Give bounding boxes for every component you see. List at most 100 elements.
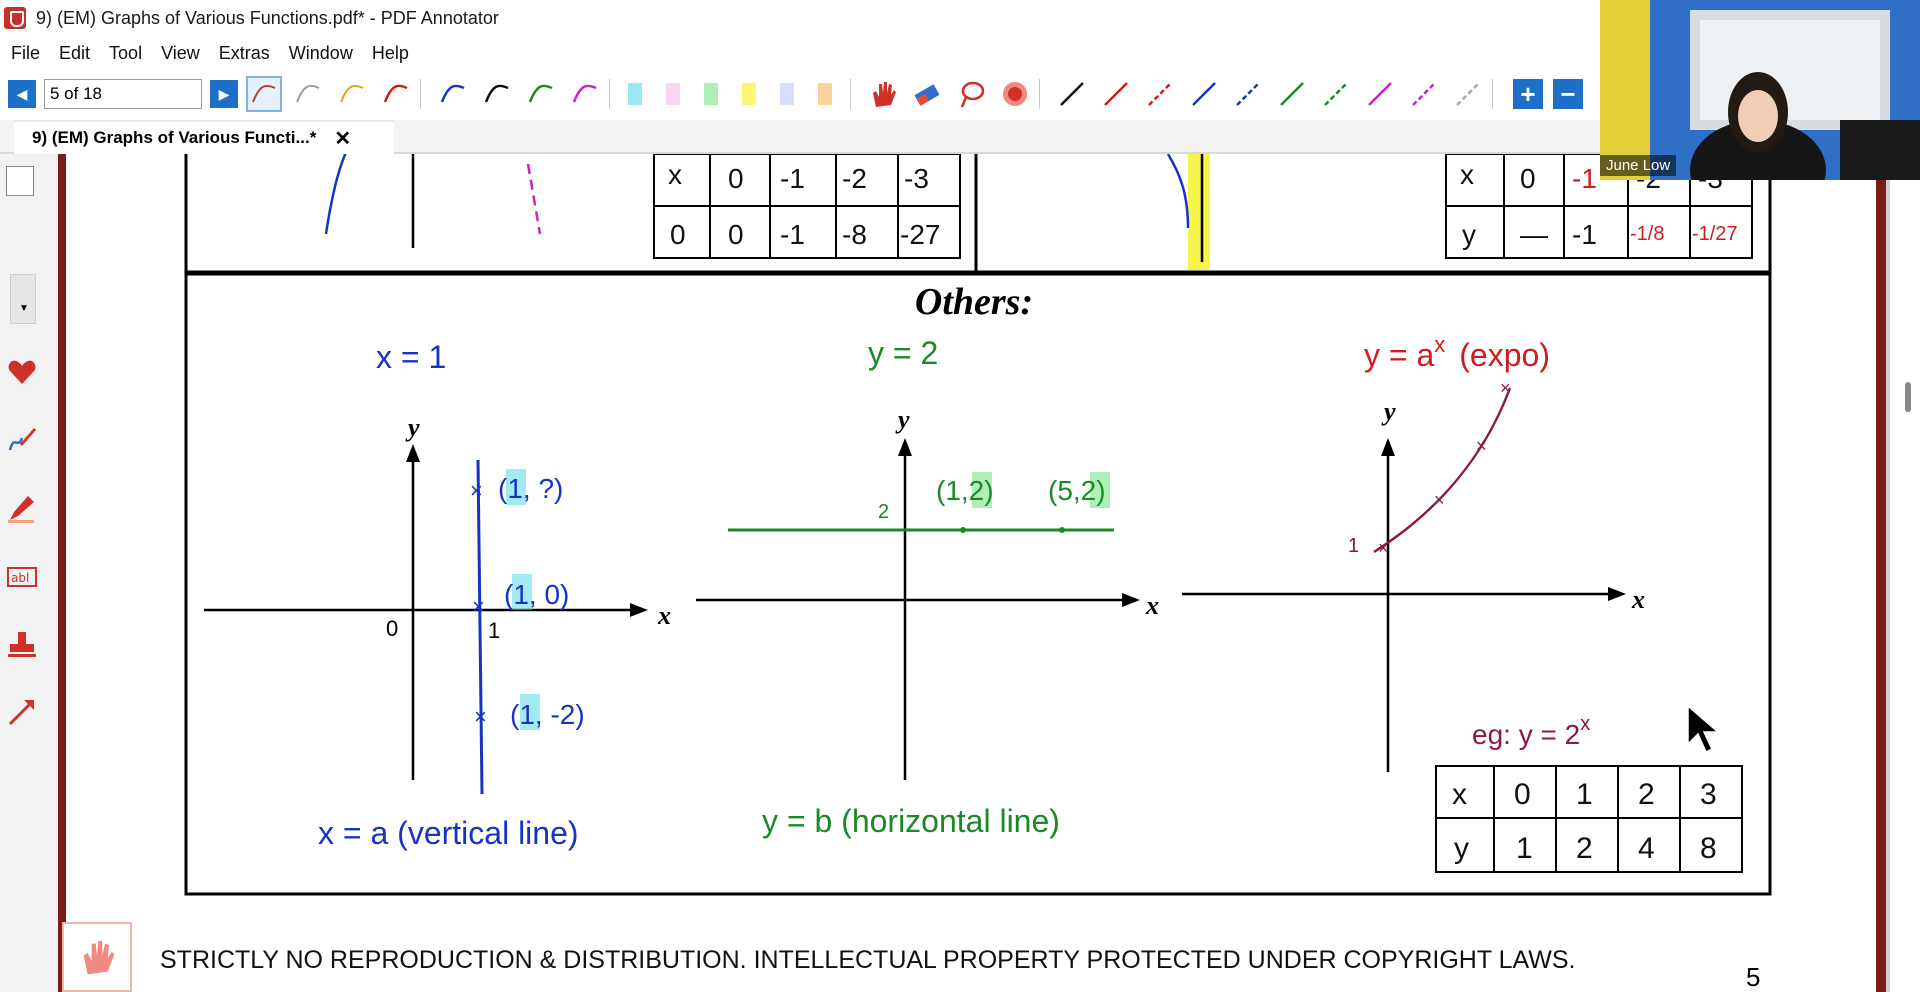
graph-vertical-line: x = 1 x y 0 1 × × × (1, ?) (1, 0) (1, -2…: [204, 339, 671, 851]
table-cell: 2: [1638, 778, 1655, 811]
pen-red-tool[interactable]: [378, 76, 414, 112]
previous-page-button[interactable]: ◀: [8, 80, 36, 108]
menu-tool[interactable]: Tool: [109, 42, 143, 63]
sidebar-scroll-control[interactable]: ▼: [10, 274, 36, 324]
heart-icon[interactable]: [6, 356, 38, 388]
curve-pen-icon[interactable]: [6, 424, 38, 456]
vertical-scrollbar[interactable]: [1890, 154, 1920, 992]
menu-edit[interactable]: Edit: [59, 42, 91, 63]
pen-stroke-icon: [252, 84, 276, 103]
point-label: (1, -2): [510, 699, 585, 730]
menu-window[interactable]: Window: [288, 42, 353, 63]
line-icon: [1060, 82, 1084, 106]
table-cell: -1: [780, 219, 805, 250]
x-axis-label: x: [1631, 585, 1645, 614]
dashed-line-green-tool[interactable]: [1318, 76, 1354, 112]
eraser-tool[interactable]: [909, 76, 945, 112]
graph2-caption: y = b (horizontal line): [762, 803, 1060, 839]
previous-section-box: [184, 154, 1772, 274]
example-equation: eg: y = 2x: [1472, 713, 1590, 750]
graph1-heading: x = 1: [376, 339, 446, 375]
dashed-line-blue-tool[interactable]: [1230, 76, 1266, 112]
highlighter-yellow-tool[interactable]: [742, 83, 756, 105]
scrollbar-thumb[interactable]: [1905, 382, 1911, 412]
line-red-tool[interactable]: [1098, 76, 1134, 112]
marker-icon[interactable]: [6, 492, 38, 524]
page-number: 5: [1746, 962, 1761, 992]
table-cell: -1: [1572, 163, 1597, 194]
highlighter-cyan-tool[interactable]: [628, 83, 642, 105]
highlighter-orange-tool[interactable]: [818, 83, 832, 105]
pen-stroke-icon: [340, 84, 364, 103]
page-indicator-field[interactable]: 5 of 18: [44, 79, 202, 109]
raise-hand-button[interactable]: [62, 922, 132, 992]
lasso-tool[interactable]: [953, 76, 989, 112]
pen-gray-tool[interactable]: [290, 76, 326, 112]
others-section-box: [184, 272, 1772, 896]
graph1-caption: x = a (vertical line): [318, 815, 579, 851]
pen-orange-tool[interactable]: [334, 76, 370, 112]
tick-label: 2: [878, 501, 889, 523]
hand-icon: [873, 82, 896, 107]
pen-red-thin-tool[interactable]: [246, 76, 282, 112]
table-cell: 8: [1700, 832, 1717, 865]
pen-black-tool[interactable]: [479, 76, 515, 112]
highlighter-pink-tool[interactable]: [666, 83, 680, 105]
pen-blue-tool[interactable]: [435, 76, 471, 112]
dashed-line-magenta-tool[interactable]: [1406, 76, 1442, 112]
text-box-icon[interactable]: abl: [6, 560, 38, 592]
line-black-tool[interactable]: [1054, 76, 1090, 112]
line-green-tool[interactable]: [1274, 76, 1310, 112]
pdf-page-canvas: x 0 -1 -2 -3 0 0 -1 -8 -27 x 0 -1 -2 -3 …: [58, 154, 1886, 992]
zoom-in-button[interactable]: +: [1513, 79, 1543, 109]
dashed-line-icon: [1456, 82, 1480, 106]
menu-view[interactable]: View: [161, 42, 200, 63]
table-cell: -2: [842, 163, 867, 194]
pen-green-tool[interactable]: [523, 76, 559, 112]
pen-magenta-tool[interactable]: [567, 76, 603, 112]
triangle-right-icon: ▶: [218, 85, 230, 102]
menu-file[interactable]: File: [11, 42, 41, 63]
toolbar-separator: [1492, 79, 1493, 109]
menu-help[interactable]: Help: [371, 42, 409, 63]
point-label: (5,2): [1048, 475, 1106, 506]
hand-icon: [83, 941, 115, 975]
dashed-line-gray-tool[interactable]: [1450, 76, 1486, 112]
table-cell: x: [1452, 778, 1467, 811]
line-blue-tool[interactable]: [1186, 76, 1222, 112]
cross-mark: ×: [1434, 490, 1445, 510]
graph3-heading: y = ax(expo): [1364, 332, 1550, 373]
table-cell: x: [1460, 159, 1474, 190]
document-tab-bar: 9) (EM) Graphs of Various Functi...* ✕: [0, 120, 1600, 154]
stamp-icon[interactable]: [6, 628, 38, 660]
lasso-icon: [960, 81, 985, 108]
highlighter-lavender-tool[interactable]: [780, 83, 794, 105]
pen-stroke-icon: [296, 84, 320, 103]
arrow-icon[interactable]: [6, 696, 38, 728]
zoom-out-button[interactable]: −: [1553, 79, 1583, 109]
copyright-footer: STRICTLY NO REPRODUCTION & DISTRIBUTION.…: [160, 946, 1576, 974]
menu-extras[interactable]: Extras: [218, 42, 270, 63]
close-tab-icon[interactable]: ✕: [334, 127, 352, 150]
plus-icon: +: [1520, 78, 1536, 109]
table-cell: -1: [1572, 219, 1597, 250]
page-left-edge: [58, 154, 66, 992]
triangle-left-icon: ◀: [16, 85, 28, 102]
document-tab[interactable]: 9) (EM) Graphs of Various Functi...* ✕: [14, 120, 394, 154]
line-magenta-tool[interactable]: [1362, 76, 1398, 112]
dashed-line-red-tool[interactable]: [1142, 76, 1178, 112]
highlighter-green-tool[interactable]: [704, 83, 718, 105]
point-label: (1,2): [936, 475, 994, 506]
next-page-button[interactable]: ▶: [210, 80, 238, 108]
title-bar: 9) (EM) Graphs of Various Functions.pdf*…: [0, 0, 1600, 36]
record-tool[interactable]: [997, 76, 1033, 112]
menu-bar: File Edit Tool View Extras Window Help: [0, 38, 1600, 68]
minus-icon: −: [1560, 78, 1576, 109]
origin-label: 0: [386, 616, 398, 641]
document-view[interactable]: x 0 -1 -2 -3 0 0 -1 -8 -27 x 0 -1 -2 -3 …: [58, 154, 1890, 992]
y-axis-label: y: [895, 405, 910, 434]
page-thumbnail-icon[interactable]: [6, 166, 34, 196]
y-axis-label: y: [1381, 397, 1396, 426]
hand-tool[interactable]: [865, 76, 901, 112]
point-label: (1, 0): [504, 579, 569, 610]
